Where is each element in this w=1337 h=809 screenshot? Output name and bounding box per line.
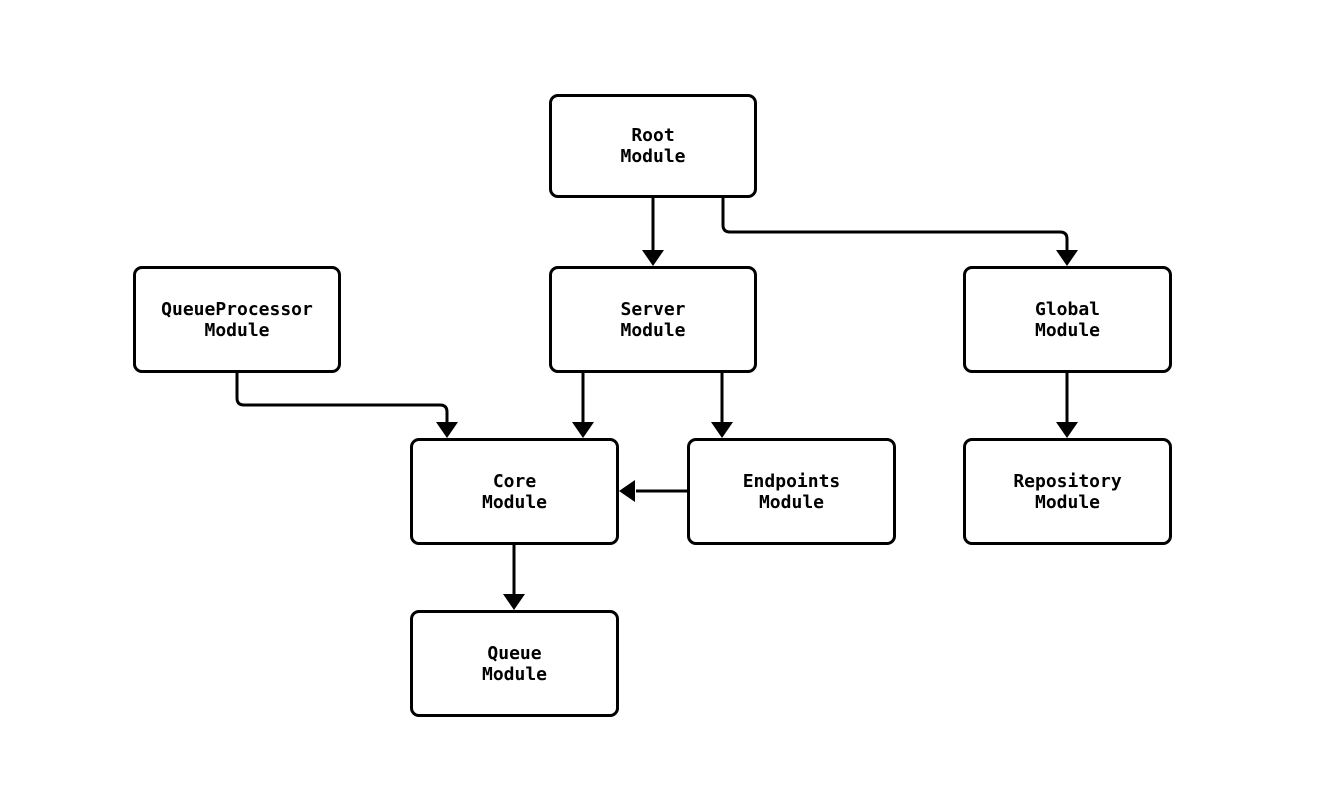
node-queueprocessor-module: QueueProcessor Module (133, 266, 341, 373)
arrowhead-down-icon (1056, 250, 1078, 266)
edge-global-module-to-repository-module (1056, 373, 1078, 438)
edge-server-module-to-core-module (572, 373, 594, 438)
arrowhead-down-icon (1056, 422, 1078, 438)
arrowhead-down-icon (503, 594, 525, 610)
edge-endpoints-module-to-core-module (619, 480, 687, 502)
node-global-module-label: Global Module (1034, 298, 1101, 341)
node-queue-module-label: Queue Module (481, 642, 548, 685)
arrowhead-down-icon (642, 250, 664, 266)
node-server-module-label: Server Module (620, 298, 686, 341)
node-server-module: Server Module (549, 266, 757, 373)
node-core-module: Core Module (410, 438, 619, 545)
node-queue-module: Queue Module (410, 610, 619, 717)
node-core-module-label: Core Module (481, 470, 548, 513)
node-queueprocessor-module-label: QueueProcessor Module (161, 298, 313, 341)
edge-queueprocessor-module-to-core-module (235, 373, 458, 438)
edge-server-module-to-endpoints-module (711, 373, 733, 438)
edge-root-module-to-global-module (721, 198, 1078, 266)
node-repository-module-label: Repository Module (1013, 470, 1122, 513)
node-root-module-label: Root Module (620, 125, 686, 167)
arrowhead-down-icon (711, 422, 733, 438)
edge-line (721, 198, 1069, 251)
arrowhead-left-icon (619, 480, 635, 502)
edge-root-module-to-server-module (642, 198, 664, 266)
node-endpoints-module: Endpoints Module (687, 438, 896, 545)
edge-core-module-to-queue-module (503, 545, 525, 610)
node-root-module: Root Module (549, 94, 757, 198)
node-endpoints-module-label: Endpoints Module (742, 470, 841, 513)
arrowhead-down-icon (572, 422, 594, 438)
node-repository-module: Repository Module (963, 438, 1172, 545)
node-global-module: Global Module (963, 266, 1172, 373)
arrowhead-down-icon (436, 422, 458, 438)
edge-line (235, 373, 449, 423)
